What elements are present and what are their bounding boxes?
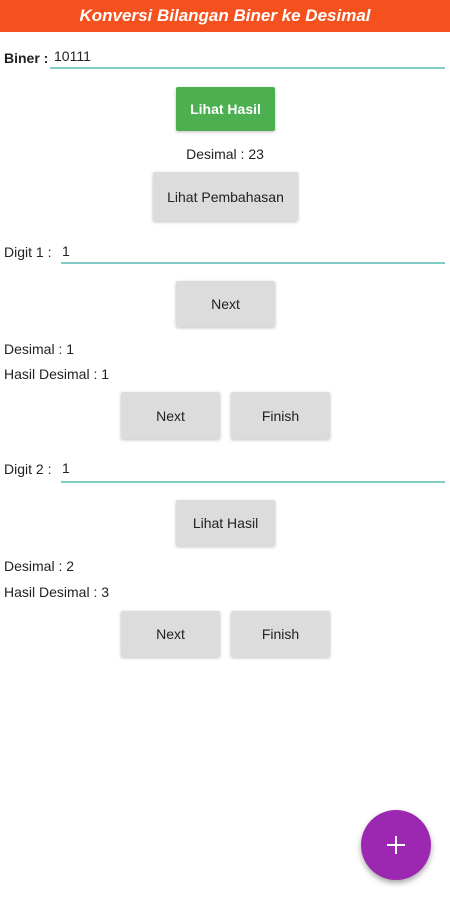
digit1-hasil-desimal: Hasil Desimal : 1 — [4, 366, 110, 382]
digit2-underline — [61, 481, 445, 483]
digit2-next-button[interactable]: Next — [121, 611, 220, 657]
biner-label: Biner : — [4, 50, 49, 66]
digit1-underline — [61, 262, 445, 264]
digit2-lihat-hasil-button[interactable]: Lihat Hasil — [176, 500, 275, 546]
plus-icon — [387, 836, 405, 854]
digit1-finish-button[interactable]: Finish — [231, 392, 330, 439]
digit1-next2-button[interactable]: Next — [121, 392, 220, 439]
lihat-hasil-button[interactable]: Lihat Hasil — [176, 87, 275, 131]
lihat-pembahasan-button[interactable]: Lihat Pembahasan — [153, 172, 298, 221]
add-fab-button[interactable] — [361, 810, 431, 880]
digit1-label: Digit 1 : — [4, 244, 52, 260]
app-title: Konversi Bilangan Biner ke Desimal — [79, 6, 371, 25]
digit2-finish-button[interactable]: Finish — [231, 611, 330, 657]
digit2-label: Digit 2 : — [4, 461, 52, 477]
digit2-desimal: Desimal : 2 — [4, 558, 75, 574]
digit1-next-button[interactable]: Next — [176, 281, 275, 327]
biner-underline — [50, 67, 445, 69]
digit2-input[interactable] — [62, 460, 442, 478]
digit1-input[interactable] — [62, 243, 442, 261]
app-header: Konversi Bilangan Biner ke Desimal — [0, 0, 450, 32]
biner-input[interactable] — [54, 48, 444, 66]
digit2-hasil-desimal: Hasil Desimal : 3 — [4, 584, 110, 600]
result-decimal: Desimal : 23 — [186, 146, 264, 162]
digit1-desimal: Desimal : 1 — [4, 341, 75, 357]
